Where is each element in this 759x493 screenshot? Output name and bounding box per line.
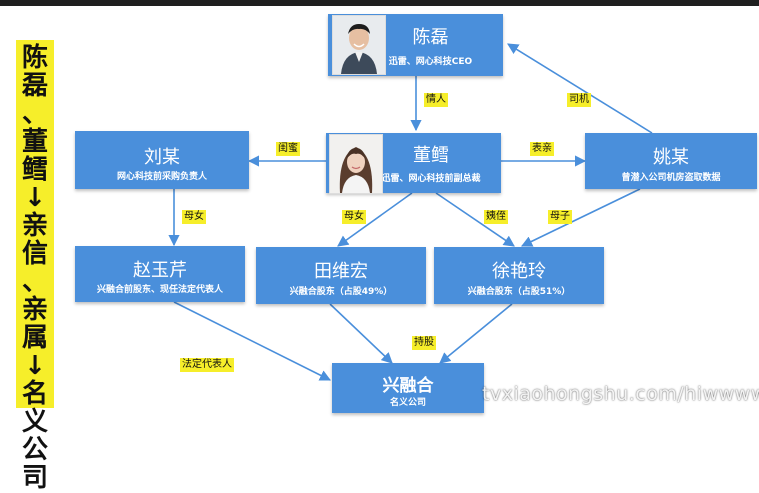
label-qingren: 情人 — [424, 93, 448, 107]
node-tian: 田维宏 兴融合股东（占股49%） — [256, 247, 426, 304]
node-xing-rong-he: 兴融合 名义公司 — [332, 363, 484, 413]
sidebar-char: 、 — [21, 99, 48, 129]
sidebar-char: 、 — [21, 267, 48, 297]
node-name: 姚某 — [653, 147, 689, 168]
node-name: 赵玉芹 — [133, 260, 187, 281]
sidebar-char: 司 — [21, 463, 48, 493]
label-chigu: 持股 — [412, 336, 436, 350]
label-yizhi: 姨侄 — [484, 210, 508, 224]
node-liu: 刘某 网心科技前采购负责人 — [75, 131, 249, 189]
sidebar-title: 陈 磊 、 董 鳕 ↓ 亲 信 、 亲 属 ↓ 名 义 公 司 — [16, 40, 54, 492]
avatar-chen-lei — [332, 15, 386, 75]
sidebar-char: 磊 — [21, 71, 48, 101]
node-name: 徐艳玲 — [492, 261, 546, 282]
node-yao: 姚某 曾潜入公司机房盗取数据 — [585, 133, 757, 189]
sidebar-char: 鳕 — [21, 155, 48, 185]
watermark: tvxiaohongshu.com/hiwwwww — [482, 383, 759, 405]
edge-yao-xu — [520, 188, 641, 247]
label-biaoqin: 表亲 — [530, 142, 554, 156]
top-border — [0, 0, 759, 6]
edge-dong-tian — [337, 192, 413, 247]
label-guimi: 闺蜜 — [276, 142, 300, 156]
node-desc: 网心科技前采购负责人 — [116, 172, 207, 182]
sidebar-char: 陈 — [21, 43, 48, 73]
label-fading-daibiaoren: 法定代表人 — [180, 358, 234, 372]
edge-zhao-xrh — [173, 301, 332, 381]
sidebar-char: 亲 — [21, 211, 48, 241]
sidebar-char: 信 — [21, 239, 48, 269]
connector-lines — [168, 43, 653, 381]
node-zhao: 赵玉芹 兴融合前股东、现任法定代表人 — [75, 246, 245, 302]
avatar-dong-xue — [329, 134, 383, 194]
node-desc: 名义公司 — [389, 398, 426, 408]
sidebar-char: 属 — [21, 323, 48, 353]
sidebar-char: 公 — [21, 435, 48, 465]
node-name: 董鳕 — [413, 145, 449, 166]
node-xu: 徐艳玲 兴融合股东（占股51%） — [434, 247, 604, 304]
label-munv-liu-zhao: 母女 — [182, 210, 206, 224]
sidebar-char: 名 — [21, 379, 48, 409]
node-desc: 迅雷、网心科技CEO — [388, 57, 473, 67]
edge-xu-xrh — [439, 303, 513, 364]
label-muzi: 母子 — [548, 210, 572, 224]
node-desc: 兴融合前股东、现任法定代表人 — [96, 285, 223, 295]
node-name: 兴融合 — [382, 376, 434, 396]
edge-dong-xu — [435, 192, 515, 247]
node-name: 陈磊 — [412, 27, 449, 48]
node-desc: 曾潜入公司机房盗取数据 — [621, 173, 721, 183]
sidebar-char: 亲 — [21, 295, 48, 325]
sidebar-char: ↓ — [24, 351, 46, 381]
label-siji: 司机 — [567, 93, 591, 107]
sidebar-char: ↓ — [24, 183, 46, 213]
node-desc: 兴融合股东（占股51%） — [467, 287, 571, 297]
sidebar-char: 董 — [21, 127, 48, 157]
label-munv-dong-tian: 母女 — [342, 210, 366, 224]
node-desc: 迅雷、网心科技前副总裁 — [381, 174, 481, 184]
edge-yao-chen — [507, 43, 653, 134]
node-name: 刘某 — [144, 147, 180, 168]
node-name: 田维宏 — [314, 261, 368, 282]
edge-tian-xrh — [329, 303, 393, 364]
node-desc: 兴融合股东（占股49%） — [289, 287, 393, 297]
